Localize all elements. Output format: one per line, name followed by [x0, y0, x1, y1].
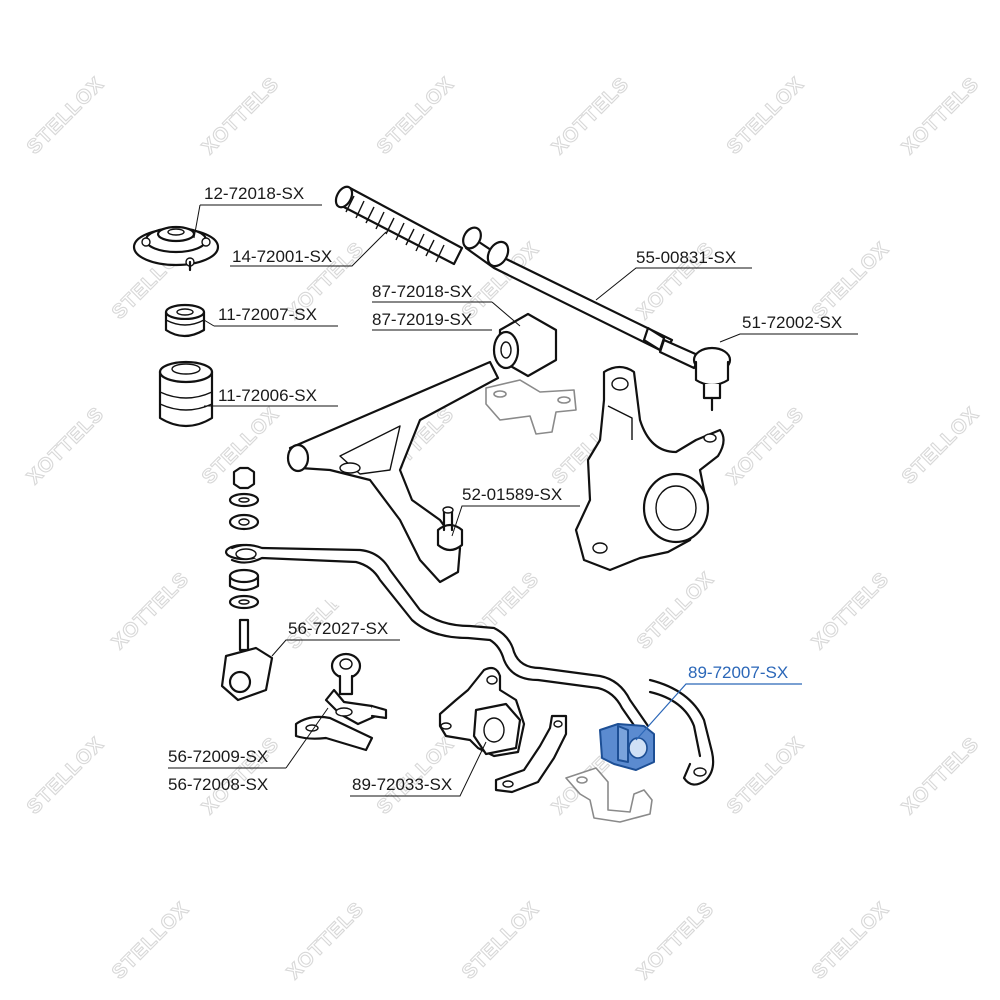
label-14-72001: 14-72001-SX [232, 247, 332, 266]
label-87-72019: 87-72019-SX [372, 310, 472, 329]
label-56-72009: 56-72009-SX [168, 747, 268, 766]
leader-lines [168, 204, 858, 797]
label-89-72033: 89-72033-SX [352, 775, 452, 794]
watermark-text: STELLOX [108, 898, 194, 984]
watermark-text: XOTTELS [898, 733, 984, 819]
watermark-text: STELLOX [808, 898, 894, 984]
arm-bushing-part [492, 312, 558, 378]
watermark-text: XOTTELS [808, 568, 894, 654]
highlighted-bushing-part [599, 723, 655, 771]
label-12-72018: 12-72018-SX [204, 184, 304, 203]
watermark-text: XOTTELS [898, 73, 984, 159]
label-11-72007: 11-72007-SX [218, 305, 317, 324]
label-89-72007: 89-72007-SX [688, 663, 788, 682]
control-arm-part [286, 360, 500, 584]
top-mount-part [132, 225, 220, 272]
watermark-text: XOTTELS [633, 898, 719, 984]
label-56-72008: 56-72008-SX [168, 775, 268, 794]
tie-rod-end-part [658, 338, 732, 412]
watermark-text: XOTTELS [723, 403, 809, 489]
bar-clamp-part [494, 714, 568, 794]
watermark-text: XOTTELS [548, 73, 634, 159]
watermark-text: STELLOX [458, 898, 544, 984]
watermark-text: STELLOX [898, 403, 984, 489]
ball-joint-part [442, 506, 454, 532]
watermark-text: STELLOX [723, 73, 809, 159]
watermark-text: XOTTELS [198, 73, 284, 159]
label-51-72002: 51-72002-SX [742, 313, 842, 332]
label-52-01589: 52-01589-SX [462, 485, 562, 504]
watermark-text: XOTTELS [23, 403, 109, 489]
label-55-00831: 55-00831-SX [636, 248, 736, 267]
watermark-text: STELLOX [23, 73, 109, 159]
label-87-72018: 87-72018-SX [372, 282, 472, 301]
watermark-text: STELLOX [23, 733, 109, 819]
steering-boot-part [334, 185, 464, 266]
link-bracket-part [294, 652, 388, 752]
watermark-text: STELLOX [808, 238, 894, 324]
watermark-text: STELLOX [633, 568, 719, 654]
bushing-bracket-ghost-2 [565, 767, 653, 823]
watermark-text: STELLOX [373, 73, 459, 159]
watermark-text: XOTTELS [108, 568, 194, 654]
bar-bushing-part [438, 666, 526, 758]
stabilizer-link-stack-part [220, 466, 274, 702]
watermark-text: STELLOX [723, 733, 809, 819]
label-56-72027: 56-72027-SX [288, 619, 388, 638]
label-11-72006: 11-72006-SX [218, 386, 317, 405]
bushing-bracket-ghost [485, 379, 577, 435]
dust-cover-part [158, 360, 214, 428]
part-labels: 12-72018-SX 14-72001-SX 11-72007-SX 11-7… [168, 184, 842, 794]
watermark-text: XOTTELS [283, 898, 369, 984]
stabilizer-bar-part [230, 543, 715, 786]
bump-stop-part [164, 303, 206, 338]
steering-knuckle-part [574, 365, 725, 572]
